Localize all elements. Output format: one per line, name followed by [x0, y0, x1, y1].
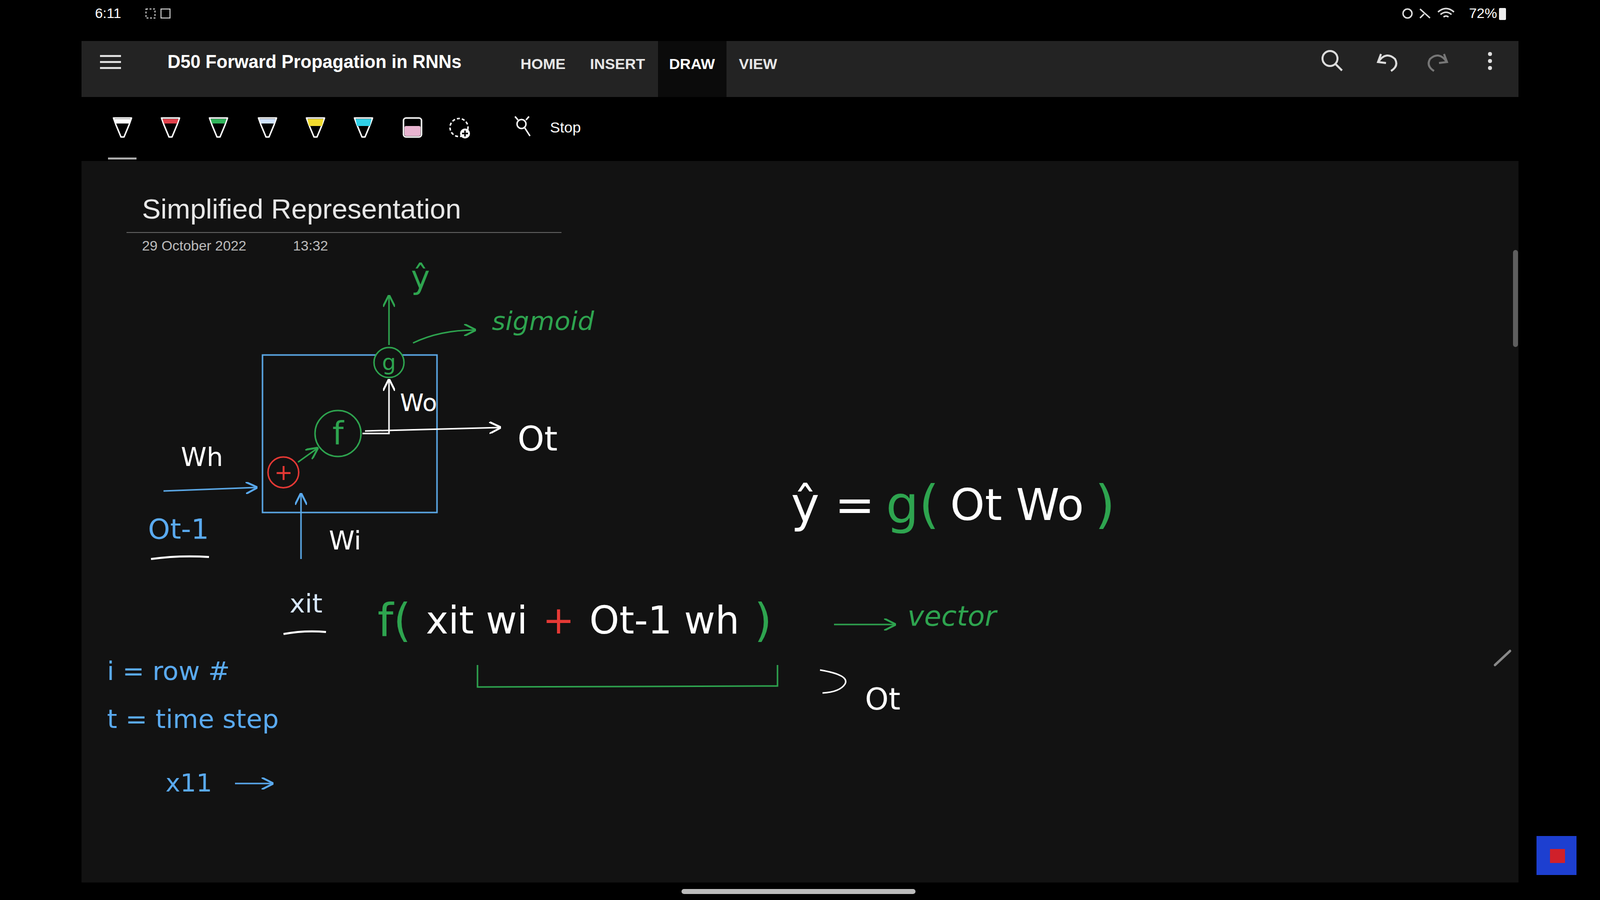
- lasso-tool: [450, 118, 468, 137]
- input-label: xit: [289, 589, 323, 619]
- underline: [151, 556, 209, 559]
- pen-cursor: [1495, 651, 1510, 665]
- corner-logo: [1536, 836, 1577, 875]
- equation-function: g(: [886, 475, 940, 535]
- battery-icon: [1499, 8, 1506, 20]
- equation-function: f(: [377, 594, 411, 647]
- underline: [283, 631, 326, 634]
- equation-term: Ot Wo: [950, 479, 1084, 530]
- equation-row: f( xit wi + Ot-1 wh): [377, 594, 772, 647]
- active-tab: [658, 41, 727, 97]
- node-label: +: [274, 461, 293, 484]
- search-icon: [1335, 64, 1342, 71]
- output-weight-arrow: [362, 380, 389, 434]
- prediction-label: ŷ: [411, 259, 430, 297]
- node-circle: [268, 457, 299, 488]
- output-label: Ot: [517, 419, 558, 459]
- more-icon: [1488, 52, 1492, 56]
- status-icon: [161, 9, 170, 18]
- lasso-tool: [460, 128, 470, 139]
- menu-tab: VIEW: [739, 55, 778, 73]
- equation-paren: ): [1095, 475, 1116, 535]
- menu-tab: HOME: [520, 55, 566, 73]
- eraser-tool: [403, 118, 422, 137]
- redo-icon: [1428, 54, 1447, 71]
- selected-tool-mark: [108, 157, 137, 160]
- signal-arrow: [298, 448, 317, 463]
- toolbar: [81, 97, 1519, 161]
- search-icon: [1322, 51, 1338, 66]
- undo-icon: [1378, 54, 1397, 71]
- output-line: [365, 427, 500, 431]
- scrollbar: [1513, 250, 1518, 347]
- stop-icon: [515, 116, 530, 136]
- input-arrow: [300, 494, 302, 559]
- corner-logo: [1550, 849, 1565, 863]
- equation-paren: ): [754, 594, 772, 647]
- equation-term: ŷ =: [791, 477, 875, 533]
- more-icon: [1488, 59, 1492, 63]
- activation-note: sigmoid: [492, 306, 594, 337]
- page-time: 13:32: [293, 238, 328, 254]
- eraser-tool: [404, 126, 421, 136]
- status-icon: [146, 9, 155, 18]
- status-time: 6:11: [95, 5, 121, 22]
- sigmoid-pointer: [413, 330, 475, 343]
- note-arrow: [235, 783, 273, 785]
- page-canvas: [81, 161, 1519, 883]
- edge-label: Wo: [400, 389, 437, 417]
- more-icon: [1488, 66, 1492, 70]
- stop-icon: [517, 119, 526, 129]
- weight-label: Wi: [329, 526, 362, 556]
- note: t = time step: [107, 704, 279, 735]
- prediction-arrow: [388, 296, 390, 345]
- page-heading: Simplified Representation: [142, 193, 461, 225]
- equation-operator: +: [542, 598, 575, 642]
- menu-tab: INSERT: [590, 55, 645, 73]
- previous-output-label: Ot-1: [148, 513, 209, 545]
- note: x11: [165, 769, 212, 798]
- annotation: vector: [907, 600, 997, 632]
- note: i = row #: [107, 656, 230, 687]
- node-circle: [374, 347, 404, 378]
- heading-rule: [126, 232, 562, 233]
- bracket: [477, 665, 778, 687]
- page-name: D50 Forward Propagation in RNNs: [167, 51, 462, 72]
- mute-icon: [1420, 9, 1430, 18]
- menu-tab: DRAW: [669, 55, 715, 73]
- title-bar: [81, 41, 1519, 97]
- menu-icon: [100, 56, 121, 68]
- rnn-cell-box: [262, 355, 437, 513]
- node-label: g: [382, 351, 396, 374]
- hidden-input-arrow: [163, 487, 257, 491]
- weight-label: Wh: [181, 442, 223, 473]
- home-indicator: [681, 889, 916, 894]
- node-label: f: [332, 417, 344, 450]
- node-circle: [315, 410, 361, 457]
- alarm-icon: [1403, 9, 1412, 18]
- page-date: 29 October 2022: [142, 238, 247, 254]
- vector-arrow: [834, 624, 895, 626]
- sum-node: +: [266, 455, 300, 489]
- result-hook: [820, 670, 846, 693]
- equation-term: Ot-1 wh: [589, 598, 740, 642]
- equation-term: xit wi: [426, 598, 528, 642]
- wifi-icon: [1438, 8, 1454, 17]
- output-label: Ot: [865, 682, 901, 717]
- equation-row: ŷ =g(Ot Wo): [791, 475, 1115, 535]
- battery-level: 72%: [1469, 5, 1497, 22]
- stop-button: Stop: [550, 119, 581, 137]
- lasso-tool: [462, 130, 468, 137]
- activation-node: f: [313, 409, 363, 458]
- output-activation-node: g: [372, 346, 406, 379]
- pen-tool: [113, 118, 373, 137]
